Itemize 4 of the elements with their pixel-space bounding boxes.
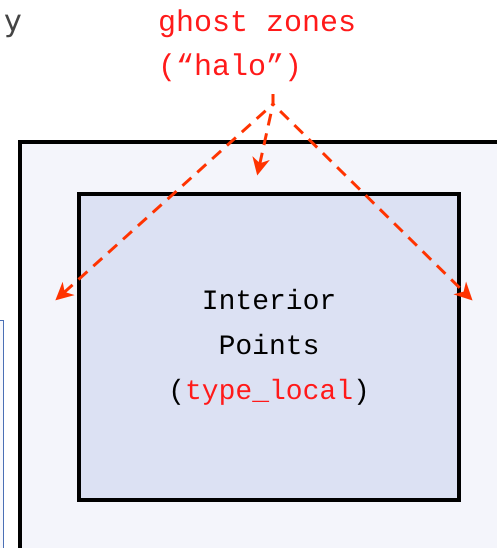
callout-label: ghost zones (“halo”) bbox=[158, 2, 398, 94]
interior-box: Interior Points (type_local) bbox=[77, 192, 461, 502]
domain-box bbox=[18, 140, 497, 548]
text-fragment: y bbox=[4, 4, 22, 40]
